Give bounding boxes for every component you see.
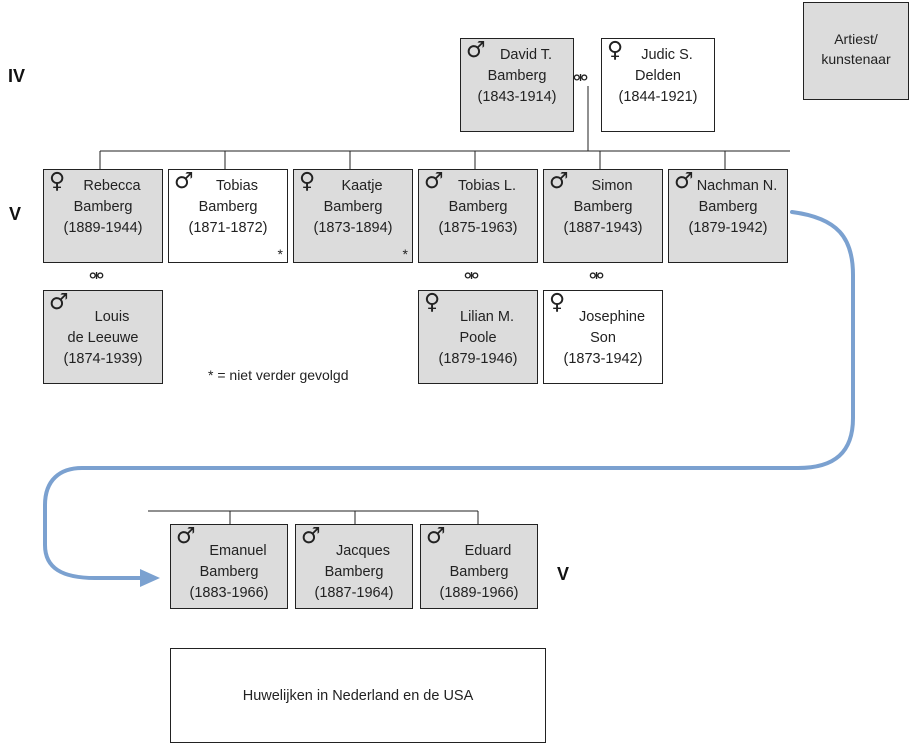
person-name-line-1: David T.: [499, 47, 553, 63]
generation-label-v-lower: V: [557, 564, 570, 584]
person-name-line-1: Kaatje: [341, 178, 383, 194]
person-judic-s-delden: ♀ Judic S. Delden (1844-1921): [601, 38, 715, 132]
marriage-symbol-icon: ⚮: [573, 68, 588, 89]
male-symbol-icon: ♂: [674, 169, 694, 194]
legend-line-2: kunstenaar: [821, 51, 891, 67]
person-rebecca-bamberg: ♀ Rebecca Bamberg (1889-1944): [43, 169, 163, 263]
legend-artist: Artiest/ kunstenaar: [803, 2, 909, 100]
person-name-line-2: Bamberg: [449, 564, 509, 580]
person-dates: (1873-1894): [313, 220, 393, 236]
person-name-line-1: Rebecca: [83, 178, 141, 194]
person-dates: (1873-1942): [563, 351, 643, 367]
person-name-line-1: Judic S.: [641, 47, 693, 63]
person-david-t-bamberg: ♂ David T. Bamberg (1843-1914): [460, 38, 574, 132]
male-symbol-icon: ♂: [49, 290, 69, 315]
female-symbol-icon: ♀: [299, 169, 316, 194]
person-name-line-2: Bamberg: [73, 199, 133, 215]
marriage-symbol-icon: ⚮: [589, 266, 604, 287]
person-name-line-1: Emanuel: [209, 543, 267, 559]
person-eduard-bamberg: ♂ Eduard Bamberg (1889-1966): [420, 524, 538, 609]
footnote-not-followed: * = niet verder gevolgd: [208, 367, 349, 383]
male-symbol-icon: ♂: [176, 524, 196, 549]
person-tobias-bamberg: ♂ Tobias Bamberg (1871-1872) *: [168, 169, 288, 263]
person-name-line-2: Poole: [459, 330, 497, 346]
person-louis-de-leeuwe: ♂ Louis de Leeuwe (1874-1939): [43, 290, 163, 384]
not-followed-marker: *: [402, 246, 408, 262]
male-symbol-icon: ♂: [426, 524, 446, 549]
person-dates: (1879-1942): [688, 220, 768, 236]
person-name-line-2: Bamberg: [324, 564, 384, 580]
person-name-line-1: Simon: [591, 178, 633, 194]
person-name-line-1: Lilian M.: [460, 309, 514, 325]
person-name-line-1: Tobias L.: [457, 178, 517, 194]
person-dates: (1844-1921): [618, 89, 698, 105]
person-name-line-1: Josephine: [578, 309, 646, 325]
female-symbol-icon: ♀: [424, 290, 441, 315]
generation-label-iv: IV: [8, 66, 26, 86]
person-name-line-2: Bamberg: [199, 564, 259, 580]
generation-label-v: V: [9, 204, 22, 224]
male-symbol-icon: ♂: [174, 169, 194, 194]
person-dates: (1875-1963): [438, 220, 518, 236]
legend-line-1: Artiest/: [834, 31, 878, 47]
marriage-symbol-icon: ⚮: [89, 266, 104, 287]
person-name-line-1: Nachman N.: [696, 178, 778, 194]
person-name-line-1: Jacques: [335, 543, 390, 559]
person-simon-bamberg: ♂ Simon Bamberg (1887-1943): [543, 169, 663, 263]
person-dates: (1883-1966): [189, 585, 269, 601]
female-symbol-icon: ♀: [549, 290, 566, 315]
not-followed-marker: *: [277, 246, 283, 262]
person-dates: (1874-1939): [63, 351, 143, 367]
person-name-line-2: Bamberg: [323, 199, 383, 215]
person-kaatje-bamberg: ♀ Kaatje Bamberg (1873-1894) *: [293, 169, 413, 263]
person-dates: (1887-1964): [314, 585, 394, 601]
person-name-line-2: Son: [590, 330, 616, 346]
person-name-line-1: Eduard: [464, 543, 512, 559]
female-symbol-icon: ♀: [49, 169, 66, 194]
person-dates: (1843-1914): [477, 89, 557, 105]
male-symbol-icon: ♂: [424, 169, 444, 194]
person-name-line-2: Bamberg: [487, 68, 547, 84]
person-dates: (1889-1966): [439, 585, 519, 601]
person-name-line-2: Bamberg: [198, 199, 258, 215]
arrow-head-icon: [140, 569, 160, 587]
person-josephine-son: ♀ Josephine Son (1873-1942): [543, 290, 663, 384]
person-lilian-m-poole: ♀ Lilian M. Poole (1879-1946): [418, 290, 538, 384]
person-name-line-2: Delden: [635, 68, 681, 84]
marriages-caption-box: Huwelijken in Nederland en de USA: [170, 648, 546, 743]
male-symbol-icon: ♂: [301, 524, 321, 549]
person-jacques-bamberg: ♂ Jacques Bamberg (1887-1964): [295, 524, 413, 609]
continuation-arrow: [43, 210, 855, 580]
person-name-line-2: Bamberg: [698, 199, 758, 215]
person-name-line-2: Bamberg: [448, 199, 508, 215]
person-emanuel-bamberg: ♂ Emanuel Bamberg (1883-1966): [170, 524, 288, 609]
person-name-line-1: Tobias: [216, 178, 258, 194]
person-dates: (1879-1946): [438, 351, 518, 367]
person-dates: (1871-1872): [188, 220, 268, 236]
person-name-line-2: Bamberg: [573, 199, 633, 215]
person-nachman-n-bamberg: ♂ Nachman N. Bamberg (1879-1942): [668, 169, 788, 263]
person-tobias-l-bamberg: ♂ Tobias L. Bamberg (1875-1963): [418, 169, 538, 263]
male-symbol-icon: ♂: [466, 38, 486, 63]
person-name-line-2: de Leeuwe: [67, 330, 139, 346]
marriage-symbol-icon: ⚮: [464, 266, 479, 287]
female-symbol-icon: ♀: [607, 38, 624, 63]
male-symbol-icon: ♂: [549, 169, 569, 194]
person-name-line-1: Louis: [94, 309, 130, 325]
person-dates: (1889-1944): [63, 220, 143, 236]
person-dates: (1887-1943): [563, 220, 643, 236]
marriages-caption-text: Huwelijken in Nederland en de USA: [242, 687, 474, 704]
